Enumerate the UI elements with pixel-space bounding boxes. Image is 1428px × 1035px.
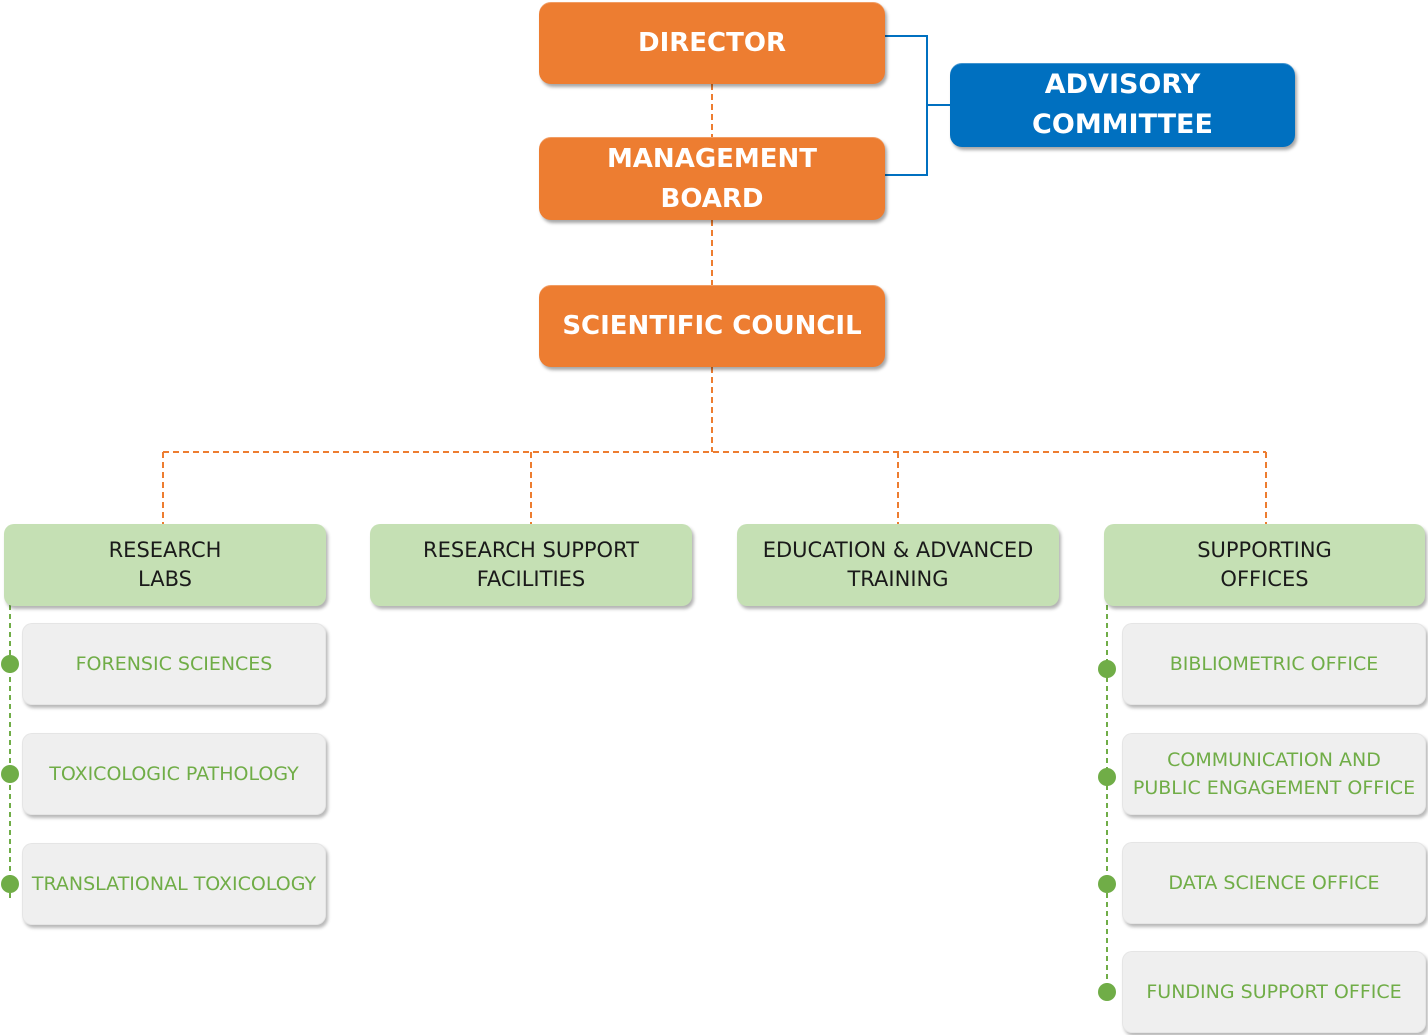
unit-forensic-sciences: FORENSIC SCIENCES [22,623,326,705]
division-research-support-facilities: RESEARCH SUPPORT FACILITIES [370,524,692,606]
scientific-council-box: SCIENTIFIC COUNCIL [539,285,885,367]
unit-data-science-office: DATA SCIENCE OFFICE [1122,842,1426,924]
division-education-training: EDUCATION & ADVANCED TRAINING [737,524,1059,606]
division-research-labs: RESEARCH LABS [4,524,326,606]
bullet-dot [1,765,19,783]
bullet-dot [1,655,19,673]
division-supporting-offices: SUPPORTING OFFICES [1104,524,1425,606]
unit-bibliometric-office: BIBLIOMETRIC OFFICE [1122,623,1426,705]
unit-funding-support-office: FUNDING SUPPORT OFFICE [1122,951,1426,1033]
director-box: DIRECTOR [539,2,885,84]
bullet-dot [1,875,19,893]
management-board-box: MANAGEMENT BOARD [539,137,885,220]
bullet-dot [1098,660,1116,678]
bullet-dot [1098,875,1116,893]
bullet-dot [1098,768,1116,786]
unit-communication-office: COMMUNICATION AND PUBLIC ENGAGEMENT OFFI… [1122,733,1426,815]
unit-toxicologic-pathology: TOXICOLOGIC PATHOLOGY [22,733,326,815]
unit-translational-toxicology: TRANSLATIONAL TOXICOLOGY [22,843,326,925]
advisory-committee-box: ADVISORY COMMITTEE [950,63,1295,147]
bullet-dot [1098,983,1116,1001]
